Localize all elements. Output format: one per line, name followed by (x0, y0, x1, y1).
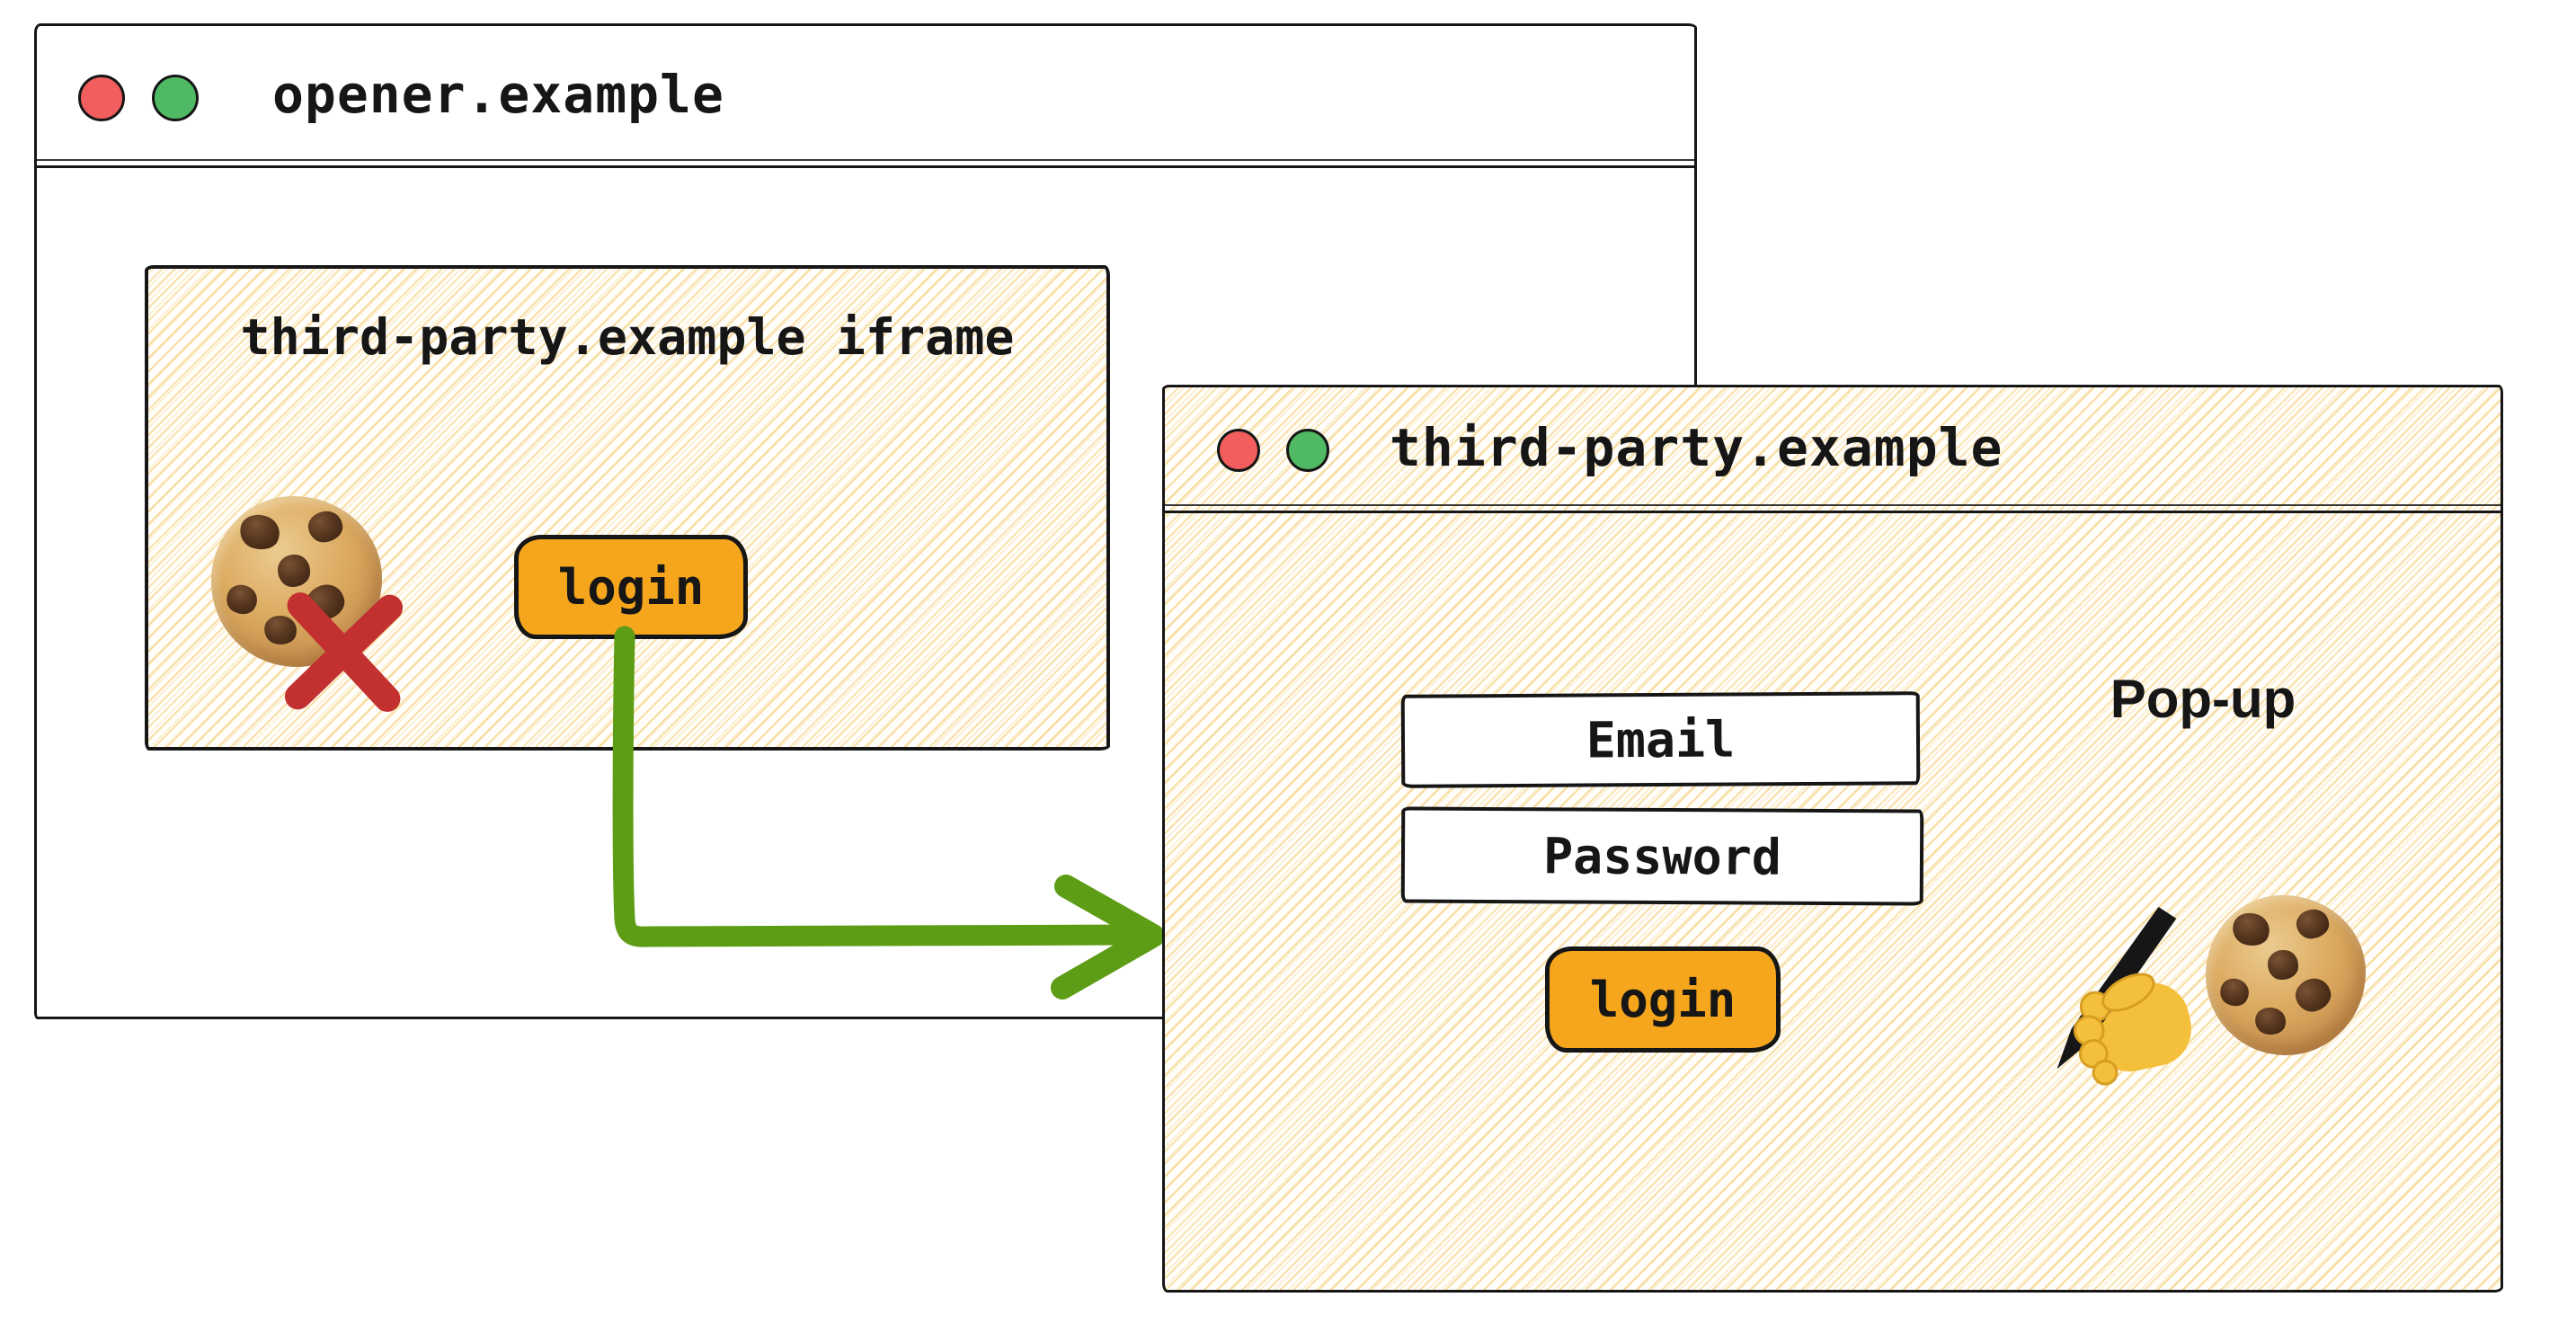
traffic-light-green-icon[interactable] (152, 75, 199, 121)
popup-login-button[interactable]: login (1545, 946, 1781, 1053)
popup-window: third-party.example Pop-up Email Passwor… (1162, 385, 2503, 1293)
iframe-login-button[interactable]: login (514, 535, 748, 639)
traffic-light-green-icon[interactable] (1286, 429, 1329, 472)
blocked-x-icon (276, 585, 411, 720)
opener-window-title: opener.example (272, 63, 724, 125)
popup-titlebar: third-party.example (1165, 387, 2500, 513)
traffic-light-red-icon[interactable] (78, 75, 125, 121)
iframe-title: third-party.example iframe (240, 308, 1015, 366)
writing-hand-icon (2056, 907, 2191, 1086)
traffic-light-red-icon[interactable] (1217, 429, 1260, 472)
opener-titlebar: opener.example (37, 26, 1694, 168)
popup-window-title: third-party.example (1390, 416, 2003, 478)
cookie-icon (2206, 895, 2366, 1055)
third-party-iframe: third-party.example iframe login (145, 265, 1110, 751)
popup-heading: Pop-up (2110, 669, 2296, 729)
email-input[interactable]: Email (1400, 691, 1921, 788)
password-input[interactable]: Password (1400, 806, 1924, 906)
